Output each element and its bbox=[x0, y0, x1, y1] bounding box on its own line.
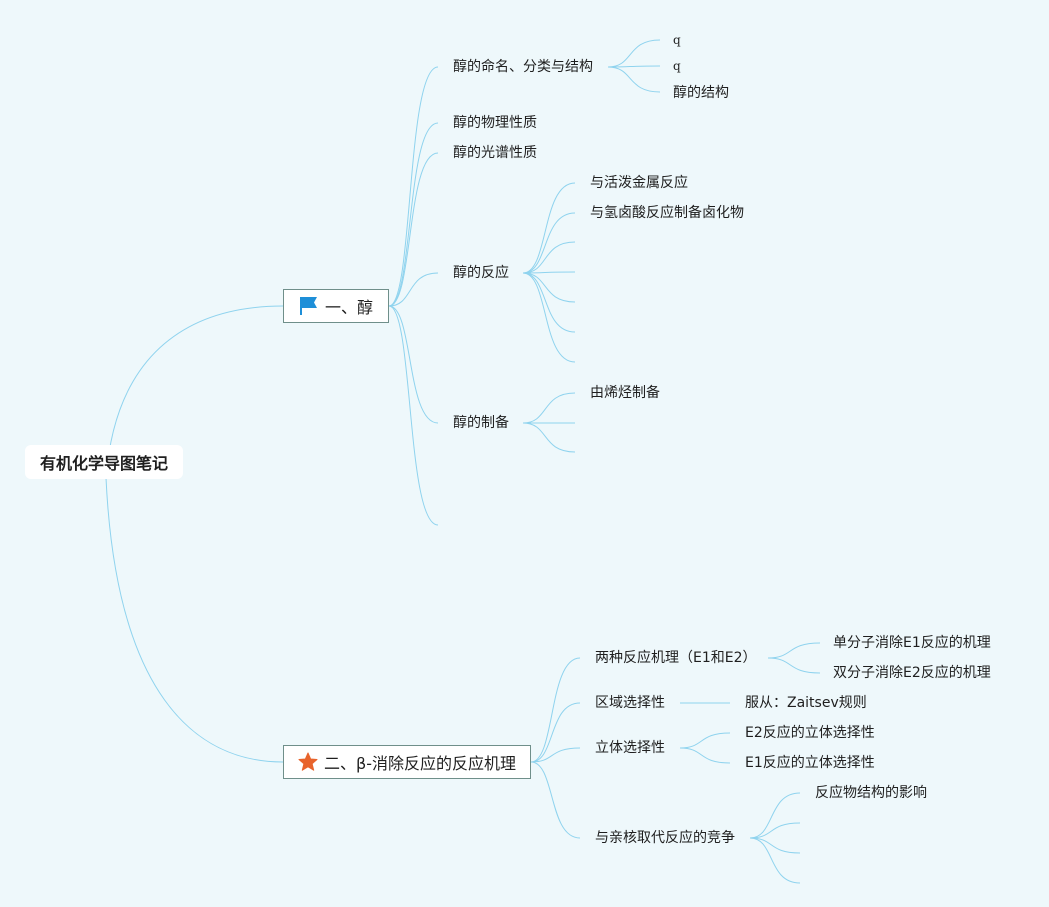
connector-reactions-leaf-2 bbox=[522, 241, 576, 274]
topic-node-beta-elimination[interactable]: 二、β-消除反应的反应机理 bbox=[283, 745, 531, 779]
connector-reactions-leaf-1 bbox=[522, 212, 576, 274]
topic-node-alcohol[interactable]: 一、醇 bbox=[283, 289, 389, 323]
leaf-zaitsev-rule[interactable]: 服从：Zaitsev规则 bbox=[745, 695, 867, 711]
leaf-e1-stereoselectivity[interactable]: E1反应的立体选择性 bbox=[745, 755, 875, 771]
leaf-from-alkene[interactable]: 由烯烃制备 bbox=[590, 385, 660, 401]
star-icon bbox=[298, 752, 318, 772]
subtopic-stereoselectivity[interactable]: 立体选择性 bbox=[595, 740, 665, 756]
connector-topic1-sub-5 bbox=[388, 305, 439, 526]
connector-mechanisms-leaf-1 bbox=[767, 657, 821, 674]
connector-topic2-sub-2 bbox=[530, 747, 581, 763]
subtopic-alcohol-reactions[interactable]: 醇的反应 bbox=[453, 265, 509, 281]
connector-naming-leaf-1 bbox=[607, 65, 661, 68]
leaf-e2-stereoselectivity[interactable]: E2反应的立体选择性 bbox=[745, 725, 875, 741]
leaf-substrate-structure-effect[interactable]: 反应物结构的影响 bbox=[815, 785, 927, 801]
topic-label-beta-elimination: 二、β-消除反应的反应机理 bbox=[324, 754, 516, 773]
connector-preparation-leaf-2 bbox=[522, 422, 576, 453]
leaf-e2-mechanism[interactable]: 双分子消除E2反应的机理 bbox=[833, 665, 991, 681]
subtopic-alcohol-spectra[interactable]: 醇的光谱性质 bbox=[453, 145, 537, 161]
connector-topic1-sub-0 bbox=[388, 66, 439, 307]
leaf-q-1[interactable]: q bbox=[673, 33, 681, 47]
connector-topic1-sub-4 bbox=[388, 305, 439, 424]
connector-competition-leaf-0 bbox=[749, 792, 801, 839]
topic-label-alcohol: 一、醇 bbox=[324, 298, 373, 317]
connector-reactions-leaf-0 bbox=[522, 182, 576, 274]
connector-topic2-sub-3 bbox=[530, 761, 581, 839]
connector-stereo-leaf-0 bbox=[679, 732, 731, 749]
root-node[interactable]: 有机化学导图笔记 bbox=[25, 445, 183, 479]
connector-competition-leaf-2 bbox=[749, 837, 801, 854]
connector-reactions-leaf-5 bbox=[522, 272, 576, 333]
flag-icon bbox=[299, 296, 319, 316]
subtopic-alcohol-preparation[interactable]: 醇的制备 bbox=[453, 415, 509, 431]
connector-root-topic1 bbox=[105, 305, 284, 479]
connector-naming-leaf-2 bbox=[607, 66, 661, 93]
connector-topic1-sub-2 bbox=[388, 152, 439, 307]
connector-topic1-sub-1 bbox=[388, 122, 439, 307]
leaf-hydrohalic-acid-reaction[interactable]: 与氢卤酸反应制备卤化物 bbox=[590, 205, 744, 221]
leaf-e1-mechanism[interactable]: 单分子消除E1反应的机理 bbox=[833, 635, 991, 651]
leaf-q-2[interactable]: q bbox=[673, 59, 681, 73]
subtopic-alcohol-naming[interactable]: 醇的命名、分类与结构 bbox=[453, 59, 593, 75]
subtopic-sn-competition[interactable]: 与亲核取代反应的竞争 bbox=[595, 830, 735, 846]
connector-preparation-leaf-0 bbox=[522, 392, 576, 424]
connector-stereo-leaf-1 bbox=[679, 747, 731, 764]
connector-root-topic2 bbox=[105, 477, 284, 763]
subtopic-mechanisms[interactable]: 两种反应机理（E1和E2） bbox=[595, 650, 757, 666]
connector-reactions-leaf-3 bbox=[522, 271, 576, 274]
subtopic-regioselectivity[interactable]: 区域选择性 bbox=[595, 695, 665, 711]
connector-topic1-sub-3 bbox=[388, 272, 439, 307]
leaf-active-metal-reaction[interactable]: 与活泼金属反应 bbox=[590, 175, 688, 191]
connector-topic2-sub-0 bbox=[530, 657, 581, 763]
connector-naming-leaf-0 bbox=[607, 39, 661, 68]
connector-competition-leaf-1 bbox=[749, 822, 801, 839]
connector-topic2-sub-1 bbox=[530, 702, 581, 763]
connector-competition-leaf-3 bbox=[749, 837, 801, 884]
root-label: 有机化学导图笔记 bbox=[39, 454, 168, 473]
subtopic-alcohol-physical[interactable]: 醇的物理性质 bbox=[453, 115, 537, 131]
connector-reactions-leaf-4 bbox=[522, 272, 576, 303]
leaf-alcohol-structure[interactable]: 醇的结构 bbox=[673, 85, 729, 101]
connector-mechanisms-leaf-0 bbox=[767, 642, 821, 659]
connector-reactions-leaf-6 bbox=[522, 272, 576, 363]
